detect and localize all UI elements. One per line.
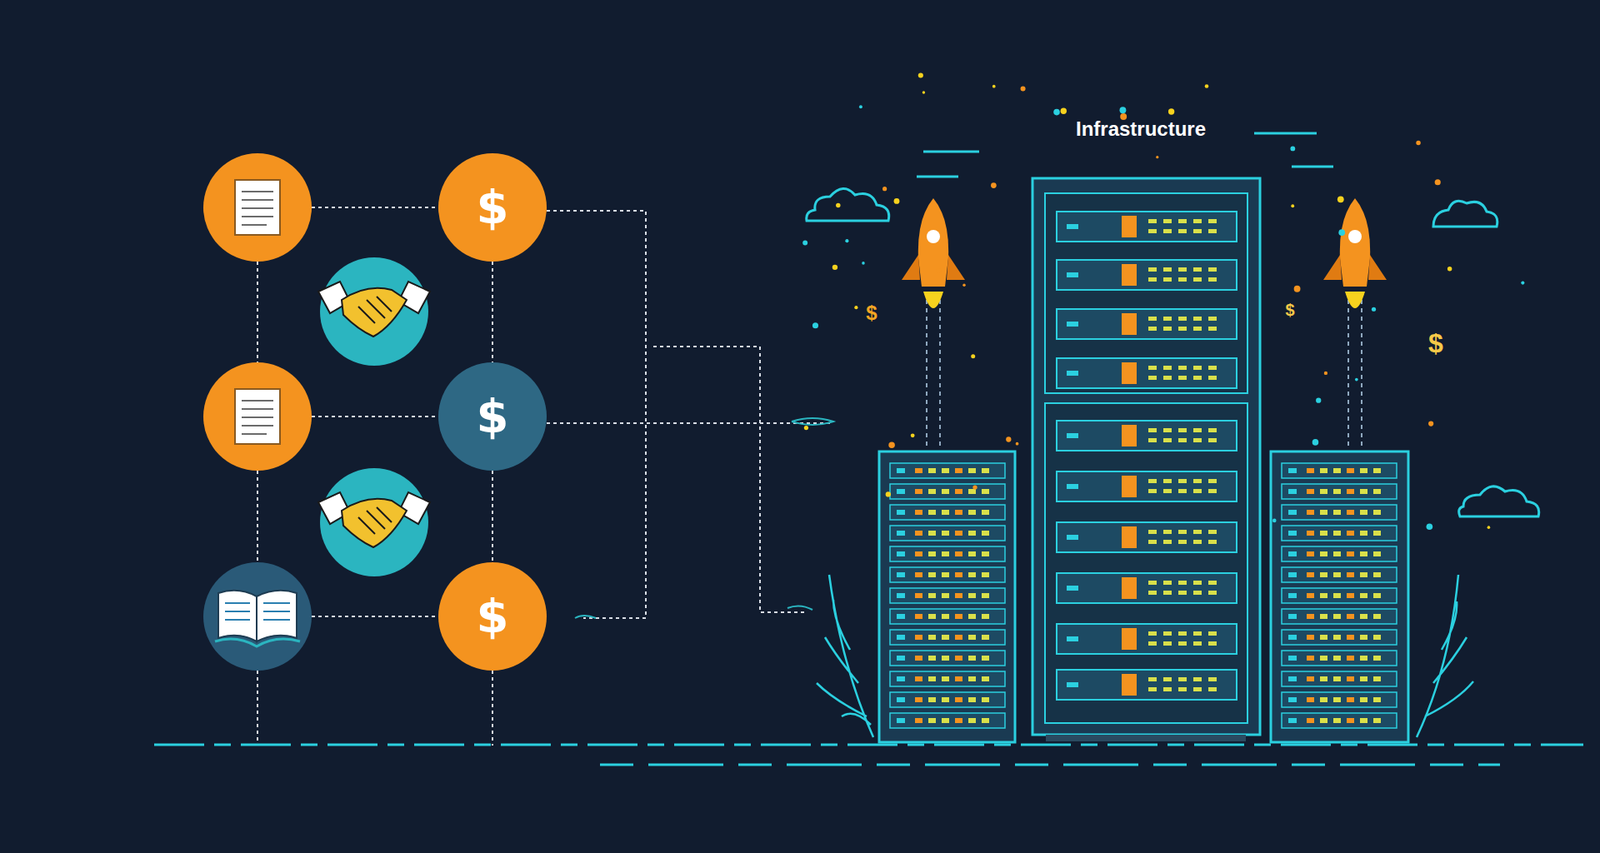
plug-symbol [575, 418, 834, 619]
dollar-sign: $ [476, 393, 510, 440]
server-unit [1056, 420, 1237, 451]
server-unit [890, 609, 1005, 625]
server-unit [1281, 650, 1397, 666]
section-title: Infrastructure [1075, 117, 1206, 141]
dollar-sign: $ [1428, 328, 1444, 360]
server-unit [1281, 484, 1397, 500]
server-rack [1270, 451, 1409, 743]
server-unit [1056, 309, 1237, 340]
document-icon [203, 362, 312, 471]
server-unit [1056, 670, 1237, 700]
server-unit [1281, 588, 1397, 604]
document-icon [203, 153, 312, 262]
dashed-wires [257, 207, 834, 746]
server-unit [890, 630, 1005, 645]
server-unit [890, 671, 1005, 687]
ground-line [154, 133, 1584, 765]
server-unit [1281, 692, 1397, 708]
server-unit [1281, 567, 1397, 583]
handshake-icon [318, 257, 430, 366]
book-icon [203, 562, 312, 671]
server-unit [890, 463, 1005, 479]
server-unit [1056, 624, 1237, 655]
sparkles [802, 72, 1525, 530]
server-unit [1056, 522, 1237, 553]
server-unit [890, 588, 1005, 604]
server-unit [1281, 525, 1397, 541]
server-unit [1281, 463, 1397, 479]
rocket-icon [901, 198, 965, 450]
server-unit [1281, 609, 1397, 625]
server-unit [890, 650, 1005, 666]
server-unit [1056, 211, 1237, 242]
server-rack [879, 451, 1015, 743]
server-unit [1281, 630, 1397, 645]
server-unit [1056, 573, 1237, 604]
dollar-sign: $ [1285, 300, 1295, 320]
rack-units [890, 211, 1397, 729]
server-rack [1032, 178, 1260, 742]
server-unit [890, 713, 1005, 729]
server-unit [890, 567, 1005, 583]
dollar-sign: $ [865, 301, 877, 325]
server-unit [1281, 505, 1397, 520]
rocket-icon [1323, 198, 1387, 450]
dashed-connector [491, 261, 494, 363]
server-unit [890, 546, 1005, 562]
dollar-sign: $ [476, 593, 510, 640]
server-unit [1056, 471, 1237, 502]
server-unit [1281, 713, 1397, 729]
dashed-connector [491, 470, 494, 563]
dollar-circle: $ [438, 562, 547, 671]
server-unit [890, 525, 1005, 541]
server-unit [890, 692, 1005, 708]
dollar-circle: $ [438, 153, 547, 262]
dollar-circle: $ [438, 362, 547, 471]
server-unit [890, 505, 1005, 520]
server-unit [1281, 671, 1397, 687]
server-unit [890, 484, 1005, 500]
server-unit [1056, 358, 1237, 389]
dollar-sign: $ [476, 184, 510, 231]
handshake-icon [318, 468, 430, 577]
server-unit [1056, 260, 1237, 290]
server-unit [1281, 546, 1397, 562]
